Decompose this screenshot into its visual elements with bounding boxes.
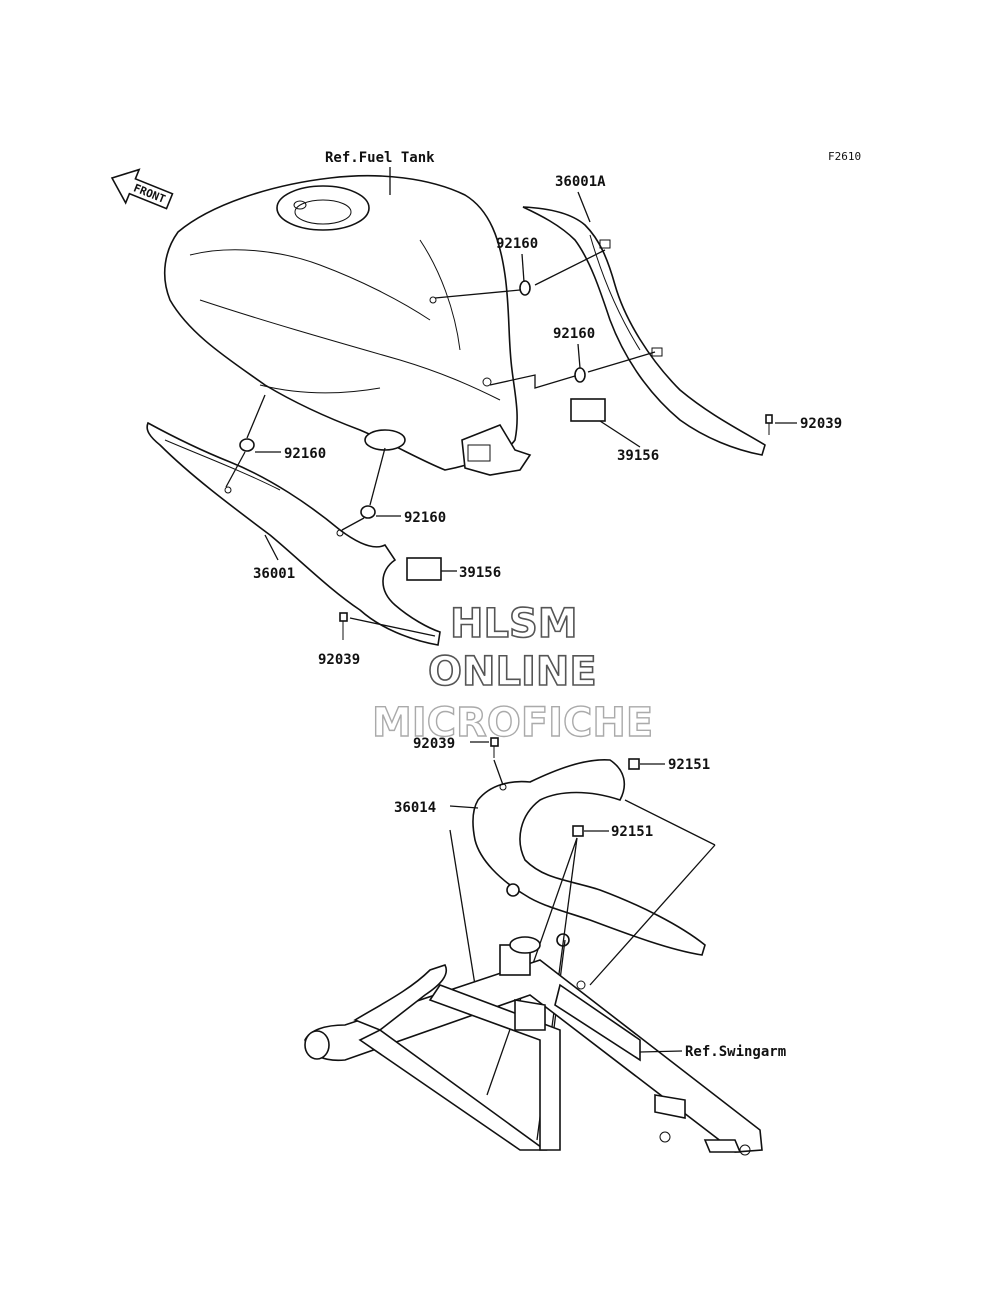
swingarm-drawing: [304, 936, 763, 1156]
fuel-tank-drawing: [163, 174, 532, 476]
screw-92039-b: [339, 612, 348, 640]
part-92160-b-label: 92160: [553, 326, 595, 342]
pad-39156-a: [570, 398, 606, 422]
part-92039-a-label: 92039: [800, 416, 842, 432]
pad-39156-b: [406, 557, 442, 581]
part-92160-c-label: 92160: [284, 446, 326, 462]
part-39156-b-label: 39156: [459, 565, 501, 581]
screw-92039-c: [490, 737, 499, 758]
figure-code: F2610: [828, 150, 861, 163]
part-92039-c-label: 92039: [413, 736, 455, 752]
part-92151-b-label: 92151: [611, 824, 653, 840]
watermark-line3: MICROFICHE: [372, 700, 653, 746]
part-92160-d-label: 92160: [404, 510, 446, 526]
part-36014-label: 36014: [394, 800, 436, 816]
front-arrow-icon: FRONT: [110, 168, 174, 210]
grommet-92160-b: [574, 367, 586, 383]
part-92151-a-label: 92151: [668, 757, 710, 773]
rear-fender-drawing: [472, 759, 706, 956]
part-92160-a-label: 92160: [496, 236, 538, 252]
ref-fuel-tank-label: Ref.Fuel Tank: [325, 150, 435, 166]
nut-92151-a: [628, 758, 640, 770]
part-39156-a-label: 39156: [617, 448, 659, 464]
grommet-92160-a: [519, 280, 531, 296]
watermark-line2: ONLINE: [428, 649, 597, 695]
ref-swingarm-label: Ref.Swingarm: [685, 1044, 786, 1060]
nut-92151-b: [572, 825, 584, 837]
screw-92039-a: [765, 414, 773, 435]
part-36001-label: 36001: [253, 566, 295, 582]
watermark-line1: HLSM: [450, 601, 578, 647]
part-36001A-label: 36001A: [555, 174, 606, 190]
grommet-92160-c: [239, 438, 255, 452]
part-92039-b-label: 92039: [318, 652, 360, 668]
grommet-92160-d: [360, 505, 376, 519]
side-cover-left-drawing: [146, 421, 441, 646]
side-cover-right-drawing: [522, 206, 766, 456]
